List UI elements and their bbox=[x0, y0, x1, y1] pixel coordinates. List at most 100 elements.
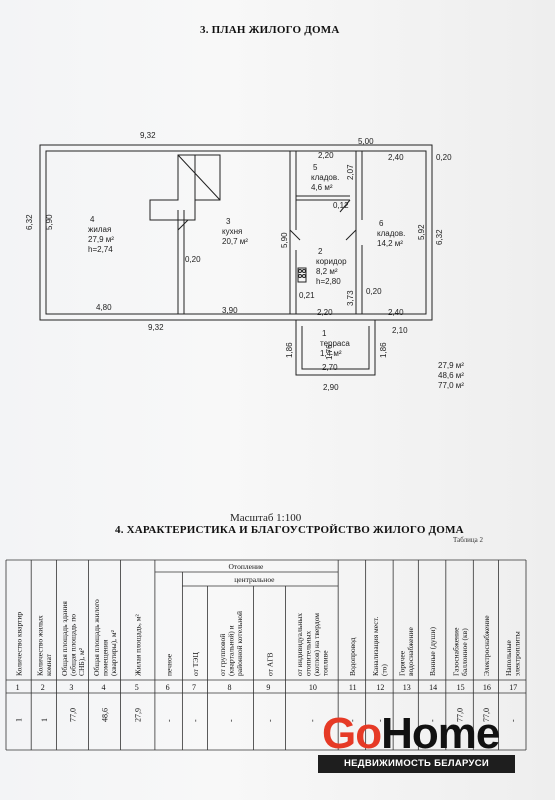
col-number-4: 4 bbox=[102, 683, 106, 692]
col-header-13: водоснабжение bbox=[406, 626, 415, 676]
dim-corridor-h2: 3,73 bbox=[346, 290, 355, 306]
col-value-15: 77,0 bbox=[456, 708, 465, 722]
col-header-3: СНБ), м² bbox=[77, 647, 86, 676]
col-header-11: Водопровод bbox=[348, 637, 357, 676]
col-header-17: электроплиты bbox=[513, 631, 522, 676]
dim-bottom-outer-left: 9,32 bbox=[148, 323, 164, 332]
room-6-area: 14,2 м² bbox=[377, 239, 403, 248]
col-number-3: 3 bbox=[69, 683, 73, 692]
col-header-10: топливе bbox=[321, 650, 330, 676]
col-value-11: - bbox=[348, 719, 357, 722]
dim-kitchen-partition: 5,90 bbox=[280, 232, 289, 248]
col-header-10: (котлов) на твердом bbox=[312, 613, 321, 676]
col-header-4: Общая площадь жилого bbox=[92, 599, 101, 676]
door-swing bbox=[177, 199, 357, 241]
room-4-area: 27,9 м² bbox=[88, 235, 114, 244]
dim-right-inner: 5,92 bbox=[417, 224, 426, 240]
heating-header: Отопление bbox=[229, 562, 264, 571]
room-1-num: 1 bbox=[322, 329, 327, 338]
central-header: центральное bbox=[234, 575, 275, 584]
col-value-6: - bbox=[165, 719, 174, 722]
logo-home: Home bbox=[381, 709, 500, 758]
col-value-14: - bbox=[428, 719, 437, 722]
room-3-num: 3 bbox=[226, 217, 231, 226]
col-number-11: 11 bbox=[349, 683, 357, 692]
col-number-1: 1 bbox=[16, 683, 20, 692]
col-header-10: отопительных bbox=[304, 631, 313, 676]
living-partition bbox=[177, 210, 185, 314]
col-number-13: 13 bbox=[403, 683, 411, 692]
room-2-height: h=2,80 bbox=[316, 277, 341, 286]
room-6-num: 6 bbox=[379, 219, 384, 228]
col-value-4: 48,6 bbox=[101, 708, 110, 722]
dim-living-partition: 0,20 bbox=[185, 255, 201, 264]
room-5-num: 5 bbox=[313, 163, 318, 172]
col-header-16: Электроснабжение bbox=[482, 615, 491, 676]
pantry5-wall bbox=[296, 195, 350, 201]
room-3-area: 20,7 м² bbox=[222, 237, 248, 246]
dim-pantry5-h: 2,07 bbox=[346, 164, 355, 180]
room-3-name: кухня bbox=[222, 227, 242, 236]
dim-left-inner: 5,90 bbox=[45, 214, 54, 230]
dim-top-right: 5,00 bbox=[358, 137, 374, 146]
terrace-walls bbox=[295, 320, 376, 376]
col-number-17: 17 bbox=[509, 683, 517, 692]
col-header-13: Горячее bbox=[397, 650, 406, 676]
col-value-2: 1 bbox=[40, 718, 49, 722]
kitchen-partition bbox=[289, 151, 297, 314]
col-value-10: - bbox=[308, 719, 317, 722]
col-header-8: от групповой bbox=[218, 634, 227, 676]
col-header-8: (квартальной) и bbox=[226, 625, 235, 676]
dim-pantry6-w: 2,40 bbox=[388, 153, 404, 162]
col-header-9: от АГВ bbox=[265, 652, 274, 676]
outer-wall bbox=[39, 144, 433, 321]
dim-pantry5-wall: 0,12 bbox=[333, 201, 349, 210]
col-number-12: 12 bbox=[376, 683, 384, 692]
col-value-8: - bbox=[226, 719, 235, 722]
col-header-14: Ванные (души) bbox=[428, 627, 437, 676]
col-value-13: - bbox=[402, 719, 411, 722]
room-4-num: 4 bbox=[90, 215, 95, 224]
col-header-2: комнат bbox=[44, 653, 53, 676]
col-value-1: 1 bbox=[15, 718, 24, 722]
col-header-5: Жилая площадь, м² bbox=[134, 614, 143, 676]
col-header-3: Общая площадь здания bbox=[60, 601, 69, 676]
room-1-area: 1,4 м² bbox=[320, 349, 342, 358]
area-totals: 27,9 м² 48,6 м² 77,0 м² bbox=[438, 361, 464, 390]
col-header-6: печное bbox=[165, 653, 174, 676]
floor-plan: 9,32 5,00 6,32 5,90 4,80 3,90 9,32 5,90 … bbox=[25, 131, 464, 392]
stove-symbol bbox=[297, 267, 307, 283]
col-header-7: от ТЭЦ bbox=[191, 652, 200, 676]
col-number-14: 14 bbox=[429, 683, 437, 692]
room-6-name: кладов. bbox=[377, 229, 405, 238]
col-header-2: Количество жилых bbox=[36, 615, 45, 676]
dim-terrace-outer-w: 2,90 bbox=[323, 383, 339, 392]
total-building: 77,0 м² bbox=[438, 381, 464, 390]
dim-corridor-wall2: 0,20 bbox=[366, 287, 382, 296]
dim-corridor-wall1: 0,21 bbox=[299, 291, 315, 300]
dim-terrace-inner-w: 2,70 bbox=[322, 363, 338, 372]
col-header-15: Газоснабжение bbox=[451, 627, 460, 676]
dim-terrace-right: 2,10 bbox=[392, 326, 408, 335]
col-number-15: 15 bbox=[457, 683, 465, 692]
col-header-10: от индивидуальных bbox=[295, 613, 304, 676]
room-2-num: 2 bbox=[318, 247, 323, 256]
gohome-logo: GoHome НЕДВИЖИМОСТЬ БЕЛАРУСИ bbox=[318, 709, 515, 775]
inner-wall bbox=[45, 150, 427, 315]
col-header-4: помещения bbox=[101, 639, 110, 676]
col-header-1: Количество квартир bbox=[15, 612, 24, 676]
col-value-16: 77,0 bbox=[482, 708, 491, 722]
total-apartment: 48,6 м² bbox=[438, 371, 464, 380]
col-header-17: Напольные bbox=[504, 639, 513, 676]
dim-corridor-h: 1,76 bbox=[325, 344, 334, 360]
dim-bottom-inner-mid: 3,90 bbox=[222, 306, 238, 315]
dim-left-outer: 6,32 bbox=[25, 214, 34, 230]
dim-terrace-right-h: 1,86 bbox=[379, 342, 388, 358]
col-header-4: (квартиры), м² bbox=[109, 629, 118, 676]
col-header-12: Канализация мест. bbox=[371, 617, 380, 676]
col-number-16: 16 bbox=[483, 683, 491, 692]
col-number-6: 6 bbox=[166, 683, 170, 692]
logo-go: Go bbox=[322, 709, 382, 758]
total-living: 27,9 м² bbox=[438, 361, 464, 370]
